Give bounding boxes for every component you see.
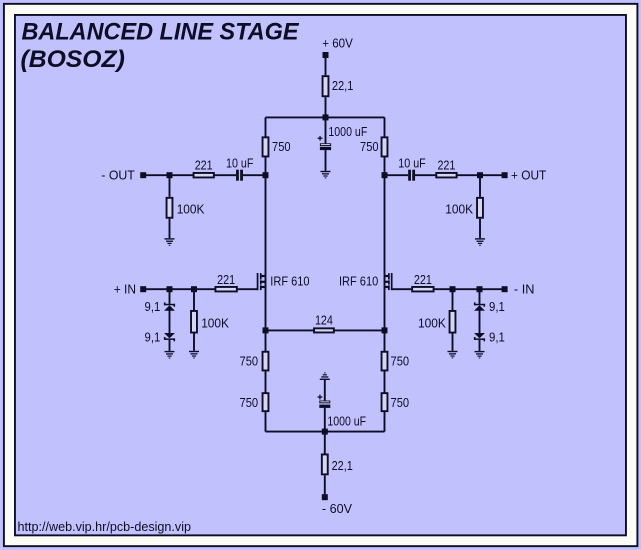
- svg-text:100K: 100K: [201, 316, 229, 331]
- svg-text:22,1: 22,1: [332, 458, 353, 473]
- svg-text:750: 750: [240, 354, 259, 369]
- svg-text:100K: 100K: [177, 201, 205, 216]
- svg-text:1000 uF: 1000 uF: [328, 124, 367, 139]
- svg-text:IRF 610: IRF 610: [270, 273, 309, 288]
- svg-text:221: 221: [414, 272, 432, 287]
- svg-text:9,1: 9,1: [489, 330, 505, 345]
- svg-text:- 60V: - 60V: [322, 501, 352, 516]
- svg-text:750: 750: [360, 139, 379, 154]
- svg-text:750: 750: [391, 395, 410, 410]
- svg-text:221: 221: [437, 157, 455, 172]
- svg-text:100K: 100K: [445, 201, 473, 216]
- svg-text:221: 221: [195, 157, 213, 172]
- svg-text:9,1: 9,1: [489, 299, 505, 314]
- svg-text:221: 221: [217, 272, 235, 287]
- svg-text:BALANCED LINE STAGE: BALANCED LINE STAGE: [22, 18, 300, 45]
- svg-text:(BOSOZ): (BOSOZ): [21, 46, 125, 73]
- svg-text:http://web.vip.hr/pcb-design.v: http://web.vip.hr/pcb-design.vip: [18, 519, 192, 534]
- svg-text:750: 750: [272, 139, 291, 154]
- svg-text:750: 750: [240, 395, 259, 410]
- svg-text:124: 124: [315, 313, 333, 328]
- svg-text:- OUT: - OUT: [101, 168, 135, 183]
- svg-text:+ IN: + IN: [114, 282, 136, 297]
- svg-text:9,1: 9,1: [145, 330, 161, 345]
- svg-text:- IN: - IN: [514, 282, 535, 297]
- svg-text:+ 60V: + 60V: [322, 35, 353, 50]
- svg-text:100K: 100K: [418, 316, 446, 331]
- svg-text:22,1: 22,1: [332, 78, 354, 93]
- svg-text:10 uF: 10 uF: [226, 155, 253, 170]
- svg-text:750: 750: [391, 354, 410, 369]
- svg-text:1000 uF: 1000 uF: [327, 414, 366, 429]
- svg-text:+ OUT: + OUT: [511, 168, 546, 183]
- svg-text:9,1: 9,1: [145, 299, 161, 314]
- svg-text:IRF 610: IRF 610: [339, 273, 378, 288]
- svg-text:10 uF: 10 uF: [398, 155, 425, 170]
